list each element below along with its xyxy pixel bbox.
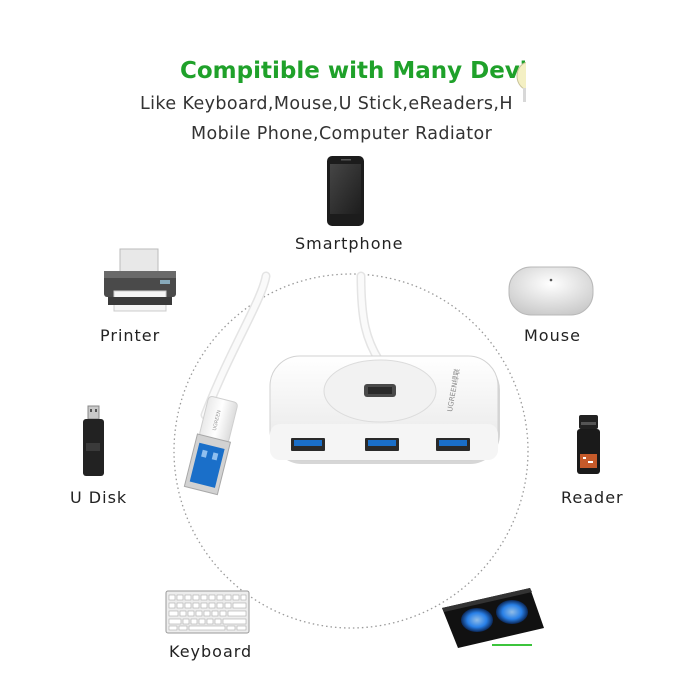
subtitle-line-2: Mobile Phone,Computer Radiator [191, 124, 493, 144]
printer-icon [104, 248, 176, 312]
keyboard-icon [165, 590, 250, 634]
image-crop-mask [526, 0, 700, 140]
usb-stick-icon [83, 405, 104, 476]
laptop-cooler-icon [442, 588, 544, 648]
card-reader-icon [577, 415, 600, 474]
headline: Compitible with Many Device [180, 58, 525, 84]
smartphone-icon [327, 156, 364, 226]
mouse-label: Mouse [524, 326, 581, 345]
printer-label: Printer [100, 326, 161, 345]
keyboard-label: Keyboard [169, 642, 253, 661]
reader-label: Reader [561, 488, 624, 507]
udisk-label: U Disk [70, 488, 128, 507]
svg-text:UGREEN: UGREEN [212, 409, 223, 431]
smartphone-label: Smartphone [295, 234, 404, 253]
mouse-icon [508, 266, 594, 316]
subtitle-line-1: Like Keyboard,Mouse,U Stick,eReaders,H [140, 94, 513, 114]
